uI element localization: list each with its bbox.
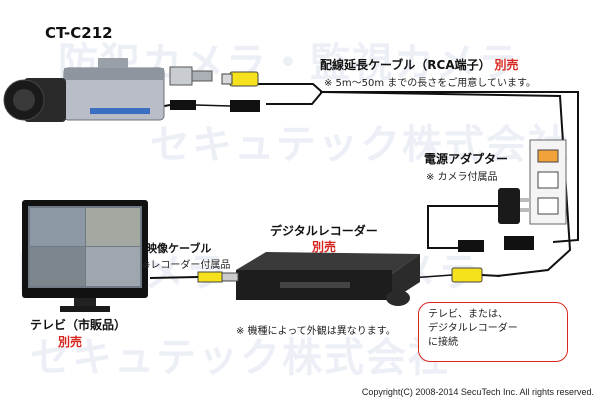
tv-sold-separately: 別売 bbox=[58, 335, 83, 349]
callout-line2: デジタルレコーダー bbox=[428, 323, 518, 334]
bnc-connector bbox=[169, 66, 193, 86]
rca-plug-yellow-recorder bbox=[451, 267, 483, 283]
tv-title: テレビ（市販品） bbox=[30, 318, 127, 332]
copyright-notice: Copyright(C) 2008-2014 SecuTech Inc. All… bbox=[361, 387, 594, 397]
rca-plug-yellow-camera bbox=[229, 71, 259, 87]
extension-cable-video bbox=[321, 91, 572, 277]
appearance-note: ※ 機種によって外観は異なります。 bbox=[236, 326, 396, 337]
power-adapter-title: 電源アダプター bbox=[424, 152, 509, 166]
power-adapter bbox=[498, 188, 520, 224]
connection-callout: テレビ、または、 デジタルレコーダー に接続 bbox=[418, 302, 568, 362]
callout-line1: テレビ、または、 bbox=[428, 309, 508, 320]
security-camera-illustration bbox=[3, 58, 165, 122]
extension-cable-sold-separately: 別売 bbox=[494, 58, 519, 72]
extension-cable bbox=[258, 83, 324, 105]
tv-monitor-illustration bbox=[22, 200, 148, 312]
power-outlet bbox=[529, 139, 567, 225]
video-cable-title: 映像ケーブル bbox=[146, 242, 212, 255]
recorder-title: デジタルレコーダー bbox=[270, 224, 378, 238]
camera-model-label: CT-C212 bbox=[45, 24, 113, 42]
dc-plug-camera bbox=[170, 100, 196, 110]
extension-cable-long bbox=[320, 91, 579, 243]
extension-cable-title-text: 配線延長ケーブル（RCA端子） bbox=[320, 58, 491, 72]
watermark-line2: セキュテック株式会社 bbox=[150, 122, 570, 168]
callout-line3: に接続 bbox=[428, 337, 458, 348]
extension-cable-note: ※ 5m～50m までの長さをご用意しています。 bbox=[324, 78, 537, 89]
extension-cable-title: 配線延長ケーブル（RCA端子） 別売 bbox=[320, 56, 518, 73]
power-adapter-note: ※ カメラ付属品 bbox=[426, 172, 498, 183]
mouse-illustration bbox=[386, 290, 410, 306]
recorder-sold-separately: 別売 bbox=[312, 240, 337, 254]
video-cable-note: ※レコーダー付属品 bbox=[142, 260, 231, 271]
watermark-line2-lower: セキュテック株式会社 bbox=[30, 335, 450, 381]
digital-recorder-illustration bbox=[236, 252, 420, 300]
